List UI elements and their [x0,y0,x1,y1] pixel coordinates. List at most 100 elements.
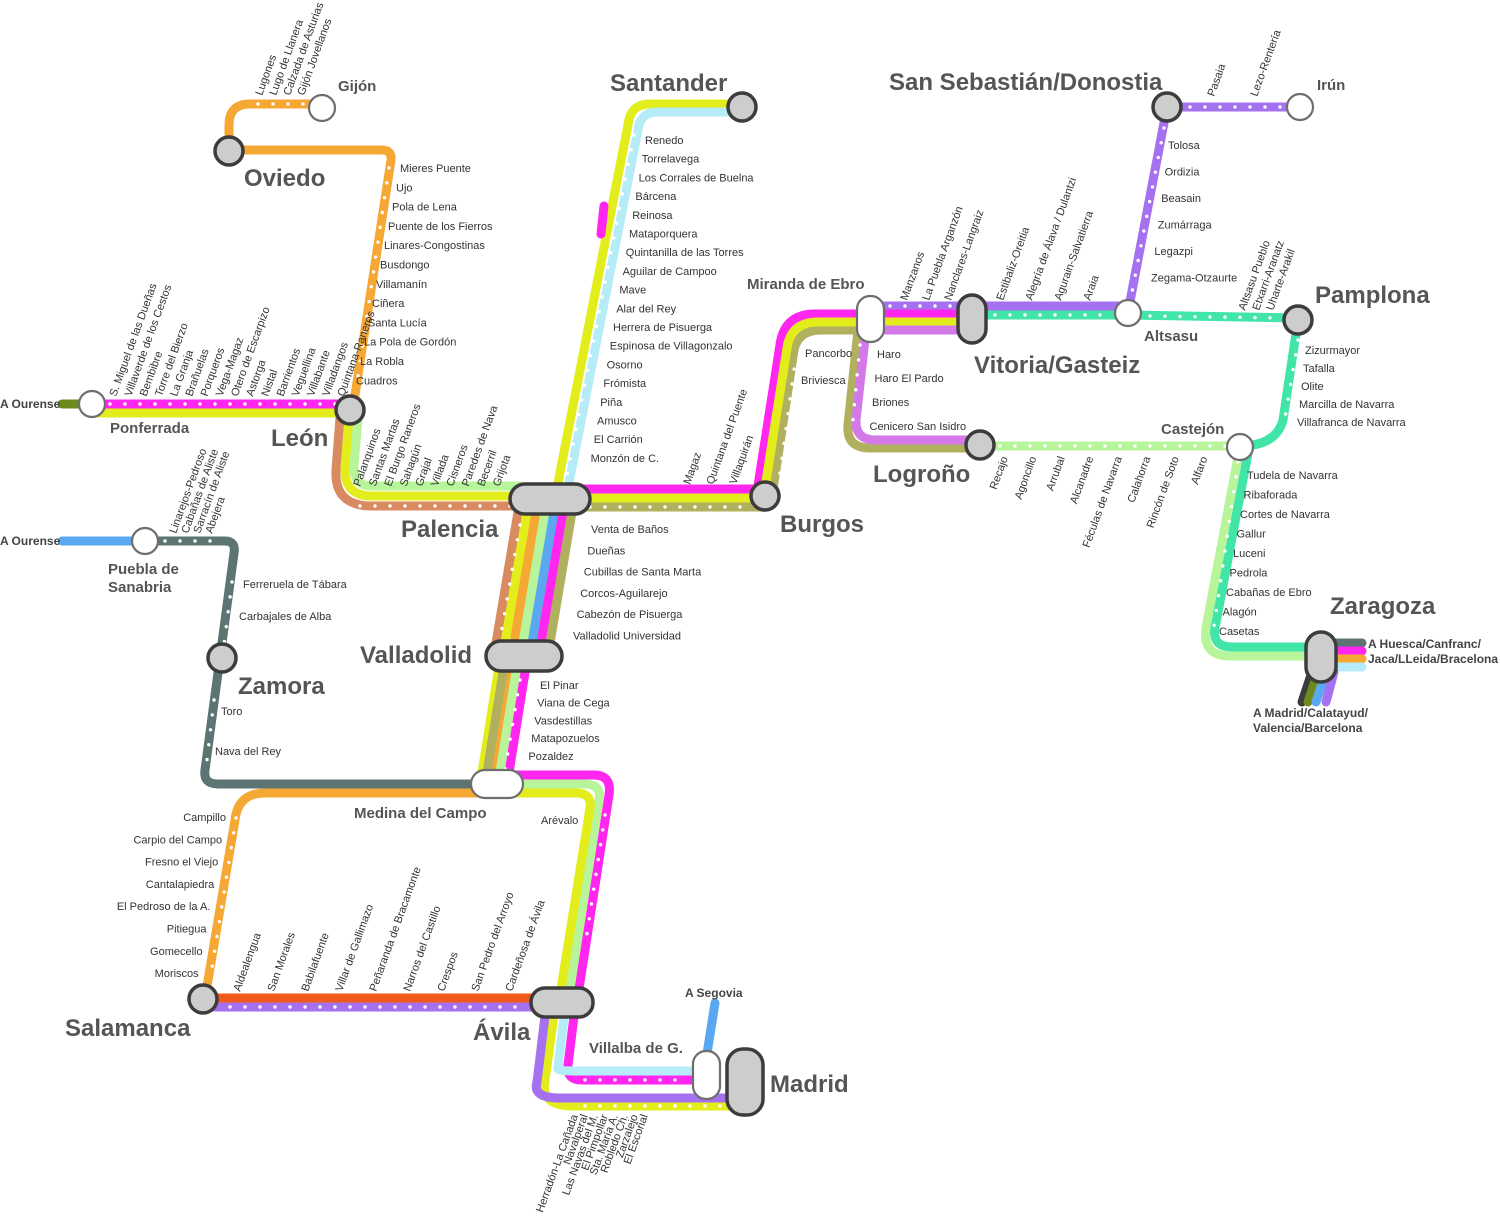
station-label: Frómista [603,378,647,390]
hub-station-icon[interactable] [529,986,595,1019]
terminal-station-icon[interactable] [77,389,107,419]
station-label: Ordizia [1165,167,1201,179]
line-castejon-zaragoza-teal [1210,443,1325,652]
hub-station-icon[interactable] [726,91,758,123]
station-label: Dueñas [587,545,625,557]
station-label: Villamanín [376,279,427,291]
station-label: Bárcena [635,191,677,203]
station-label: Gallur [1237,529,1267,541]
line-pamplona-castejon [1235,315,1303,451]
city-label-valladolid: Valladolid [360,642,472,669]
line-palencia-valladolid-magenta [534,507,568,660]
line-valladolid-medina-olive [480,655,510,790]
hub-station-icon[interactable] [725,1047,765,1117]
hub-station-icon[interactable] [964,429,996,461]
station-icons [77,91,1338,1117]
station-label: Carbajales de Alba [239,611,332,623]
station-label: Tafalla [1303,363,1336,375]
station-label: Santa Lucía [368,317,428,329]
hub-station-icon[interactable] [508,482,592,516]
hub-station-icon[interactable] [1282,304,1314,336]
line-avila-madrid-magenta [563,1003,705,1085]
line-castejon-zaragoza-lightgreen [1201,441,1325,661]
hub-station-icon[interactable] [1304,630,1338,684]
line-leon-palencia-lightgreen [349,413,525,491]
line-reinosa-spur [596,201,609,239]
terminal-station-icon[interactable] [855,294,886,344]
station-label: Olite [1301,381,1324,393]
station-label: Pitiegua [167,924,208,936]
station-label: Alfaro [1189,455,1210,486]
direction-label-ourense-north: A Ourense [0,397,61,411]
line-medina-avila-magenta [510,770,614,1000]
city-label-gijon: Gijón [338,78,376,95]
direction-label-ourense-south: A Ourense [0,534,61,548]
hub-station-icon[interactable] [484,639,564,673]
station-label: Narros del Castillo [402,904,444,993]
station-label: San Morales [266,930,299,993]
station-label: Pozaldez [528,751,573,763]
line-avila-madrid-purple [531,1003,750,1103]
station-label: Moriscos [155,968,200,980]
station-label: Marcilla de Navarra [1299,399,1395,411]
station-label: La Pola de Gordón [364,337,456,349]
line-medina-avila-yellow [500,788,595,1000]
station-label: Tudela de Navarra [1247,470,1339,482]
hub-station-icon[interactable] [1151,91,1183,123]
terminal-station-icon[interactable] [130,526,160,556]
city-label-puebla-2: Sanabria [108,579,172,596]
terminal-station-icon[interactable] [469,768,525,800]
city-label-castejon: Castejón [1161,421,1224,438]
line-medina-avila-lightgreen [505,779,604,1000]
station-label: Valladolid Universidad [573,631,681,643]
station-label: Cortes de Navarra [1240,509,1331,521]
hub-station-icon[interactable] [187,983,219,1015]
station-label: Osorno [607,359,643,371]
station-label: Recajo [988,455,1011,491]
hub-station-icon[interactable] [213,135,245,167]
station-label: Carpio del Campo [133,834,222,846]
line-valladolid-medina-magenta [502,655,532,790]
terminal-station-icon[interactable] [691,1049,722,1101]
hub-station-icon[interactable] [206,642,238,674]
city-label-altsasu: Altsasu [1144,328,1198,345]
hub-station-icon[interactable] [749,480,781,512]
line-leon-palencia-yellow [340,413,525,501]
station-label: Briviesca [801,375,847,387]
direction-label-huesca-1: A Huesca/Canfranc/ [1368,637,1482,651]
line-valladolid-medina-yellow [475,655,505,790]
station-label: Lezo-Rentería [1249,28,1284,98]
station-label: Quintanilla de las Torres [626,247,744,259]
line-valladolid-medina-lightgreen [493,655,523,790]
station-label: Arrubal [1044,455,1067,492]
station-label: Matapozuelos [531,733,600,745]
terminal-station-icon[interactable] [1285,92,1315,122]
station-label: Ferreruela de Tábara [243,579,348,591]
line-palencia-valladolid-terracotta [489,507,523,660]
station-label: El Pedroso de la A. [117,901,211,913]
station-label: Ujo [396,182,413,194]
station-label: Ribaforada [1244,490,1299,502]
city-label-salamanca: Salamanca [65,1015,191,1042]
station-label: Alcanadre [1068,455,1096,506]
city-label-santander: Santander [610,70,727,97]
station-label: Agoncillo [1013,455,1040,501]
station-label: El Carrión [594,434,643,446]
station-label: Reinosa [632,210,673,222]
line-burgos-miranda-yellow [759,317,875,499]
terminal-station-icon[interactable] [1113,298,1143,328]
station-label: Herrera de Pisuerga [613,322,713,334]
hub-station-icon[interactable] [956,293,988,345]
station-label: Zegama-Otzaurte [1151,273,1237,285]
line-oviedo-gijon [224,99,327,155]
terminal-station-icon[interactable] [307,93,337,123]
direction-label-huesca-2: Jaca/LLeida/Bracelona [1368,652,1498,666]
station-label: Cenicero San Isidro [870,421,967,433]
terminal-station-icon[interactable] [1225,432,1255,462]
city-label-san-sebastian: San Sebastián/Donostia [889,69,1163,96]
station-label: Viana de Cega [537,698,610,710]
city-label-irun: Irún [1317,77,1345,94]
hub-station-icon[interactable] [334,394,366,426]
